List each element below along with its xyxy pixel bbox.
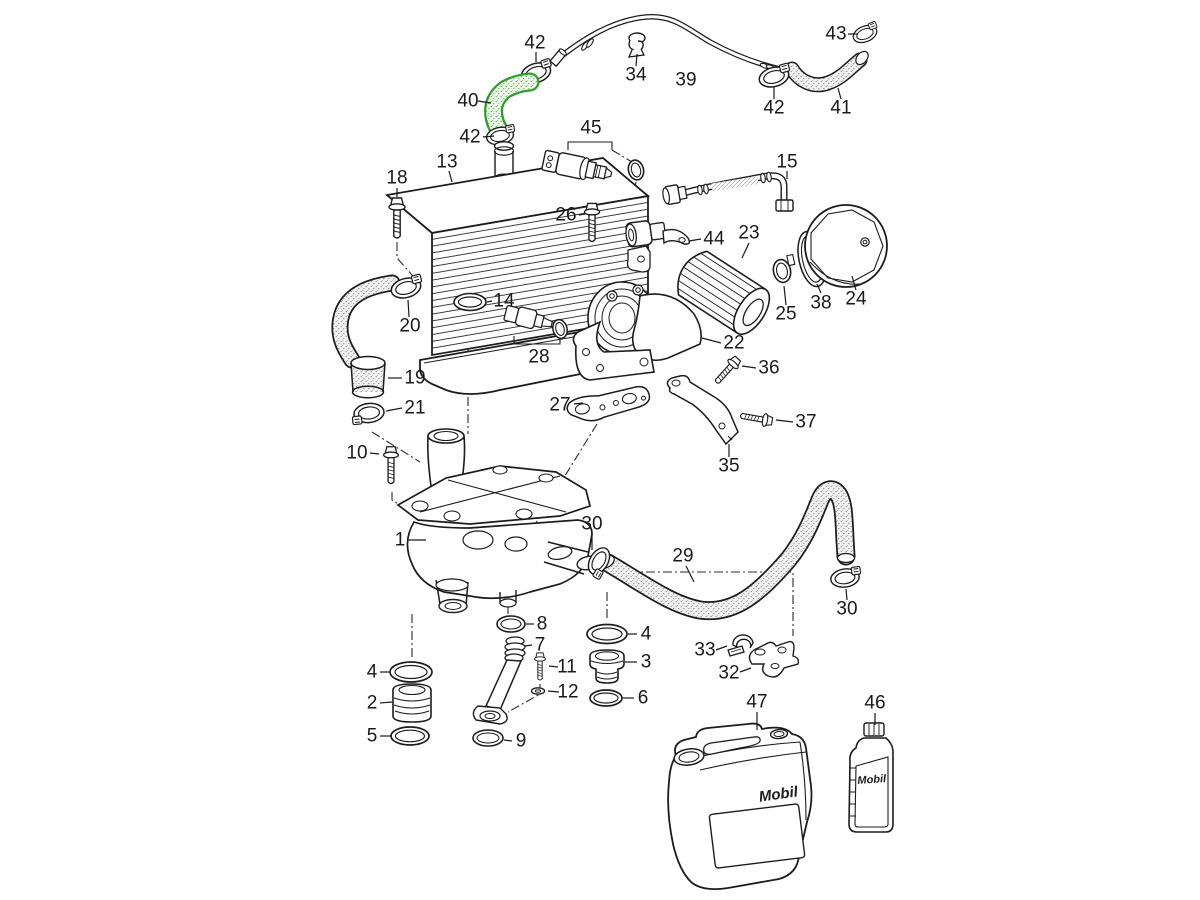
- part-callout-27[interactable]: 27: [549, 394, 571, 416]
- oil-pressure-sensor-45[interactable]: [541, 149, 613, 185]
- part-callout-20[interactable]: 20: [399, 315, 421, 337]
- part-callout-3[interactable]: 3: [640, 651, 652, 673]
- oil-pipe-15[interactable]: [662, 171, 794, 212]
- union-bracket-44[interactable]: [625, 218, 691, 273]
- oil-filter-cap-24[interactable]: [804, 204, 888, 288]
- o-ring-6[interactable]: [589, 689, 623, 707]
- part-callout-21[interactable]: 21: [404, 397, 426, 419]
- part-callout-2[interactable]: 2: [366, 692, 378, 714]
- part-callout-6[interactable]: 6: [637, 687, 649, 709]
- mobil-brand-large: Mobil: [758, 783, 800, 805]
- o-ring-28[interactable]: [551, 318, 569, 340]
- bolt-10[interactable]: [382, 446, 400, 485]
- hose-clamp-21[interactable]: [350, 401, 386, 426]
- part-callout-8[interactable]: 8: [536, 613, 548, 635]
- part-callout-7[interactable]: 7: [534, 634, 546, 656]
- part-callout-19[interactable]: 19: [404, 367, 426, 389]
- part-callout-24[interactable]: 24: [845, 288, 867, 310]
- o-ring-45[interactable]: [626, 158, 645, 181]
- o-ring-8[interactable]: [496, 615, 526, 633]
- water-hose-29[interactable]: [595, 480, 856, 621]
- part-callout-14[interactable]: 14: [493, 290, 515, 312]
- bracket-45-leader: [567, 141, 613, 150]
- hose-40-highlighted[interactable]: [484, 72, 540, 140]
- part-callout-38[interactable]: 38: [810, 292, 832, 314]
- part-callout-25[interactable]: 25: [775, 303, 797, 325]
- hose-clamp-30-right[interactable]: [828, 565, 863, 590]
- connector-sleeve-2[interactable]: [392, 683, 432, 723]
- part-callout-12[interactable]: 12: [557, 681, 579, 703]
- part-callout-1[interactable]: 1: [394, 529, 406, 551]
- retaining-clip-33[interactable]: [727, 634, 754, 657]
- part-callout-30a[interactable]: 30: [581, 513, 603, 535]
- o-ring-4-left[interactable]: [389, 661, 433, 683]
- part-callout-42a[interactable]: 42: [524, 32, 546, 54]
- vent-pipe-39[interactable]: [549, 14, 798, 80]
- part-callout-35[interactable]: 35: [718, 455, 740, 477]
- part-callout-9[interactable]: 9: [515, 730, 527, 752]
- part-callout-13[interactable]: 13: [436, 151, 458, 173]
- part-callout-46[interactable]: 46: [864, 692, 886, 714]
- water-hose-19[interactable]: [331, 274, 401, 399]
- oil-filter-element-23[interactable]: [669, 245, 776, 340]
- pipe-clip-34[interactable]: [627, 32, 646, 58]
- part-callout-36[interactable]: 36: [758, 357, 780, 379]
- part-callout-37[interactable]: 37: [795, 411, 817, 433]
- part-callout-42b[interactable]: 42: [763, 97, 785, 119]
- oil-filter-support-22[interactable]: [572, 281, 702, 381]
- bolt-18[interactable]: [388, 197, 406, 239]
- part-callout-10[interactable]: 10: [346, 442, 368, 464]
- bolt-11[interactable]: [534, 652, 546, 681]
- part-callout-5[interactable]: 5: [366, 725, 378, 747]
- oil-pump-console-1[interactable]: [396, 428, 600, 614]
- washer-12[interactable]: [530, 687, 546, 695]
- part-callout-41[interactable]: 41: [830, 97, 852, 119]
- bolt-36[interactable]: [711, 353, 744, 388]
- part-callout-30b[interactable]: 30: [836, 598, 858, 620]
- oil-jug-47[interactable]: Mobil: [667, 722, 813, 891]
- part-callout-47[interactable]: 47: [746, 691, 768, 713]
- support-bracket-35[interactable]: [666, 374, 739, 446]
- holder-bracket-32[interactable]: [748, 640, 800, 678]
- part-callout-11[interactable]: 11: [557, 656, 577, 678]
- part-callout-39[interactable]: 39: [675, 69, 697, 91]
- part-callout-22[interactable]: 22: [723, 332, 745, 354]
- part-callout-43[interactable]: 43: [825, 23, 847, 45]
- o-ring-14[interactable]: [453, 292, 487, 312]
- part-callout-15[interactable]: 15: [776, 151, 798, 173]
- part-callout-23[interactable]: 23: [738, 222, 760, 244]
- o-ring-25[interactable]: [771, 258, 792, 284]
- part-callout-28[interactable]: 28: [528, 346, 550, 368]
- part-callout-42c[interactable]: 42: [459, 126, 481, 148]
- part-callout-32[interactable]: 32: [718, 662, 740, 684]
- part-callout-4a[interactable]: 4: [366, 661, 378, 683]
- bracket-28-leader: [513, 336, 561, 345]
- part-callout-40[interactable]: 40: [457, 90, 479, 112]
- o-ring-4-right[interactable]: [586, 623, 628, 645]
- suction-tube-7[interactable]: [472, 636, 526, 725]
- part-callout-44[interactable]: 44: [703, 228, 725, 250]
- part-callout-29[interactable]: 29: [672, 545, 694, 567]
- part-callout-18[interactable]: 18: [386, 167, 408, 189]
- water-hose-41[interactable]: [784, 49, 871, 93]
- gasket-27[interactable]: [566, 385, 652, 425]
- connector-sleeve-3[interactable]: [589, 649, 625, 684]
- part-callout-45[interactable]: 45: [580, 117, 602, 139]
- part-callout-34[interactable]: 34: [625, 64, 647, 86]
- part-callout-33[interactable]: 33: [694, 639, 716, 661]
- leader-lines: [369, 33, 876, 742]
- o-ring-9[interactable]: [472, 729, 504, 747]
- o-ring-5[interactable]: [390, 726, 430, 746]
- bolt-37[interactable]: [738, 408, 774, 429]
- part-callout-26[interactable]: 26: [555, 204, 577, 226]
- oil-bottle-46[interactable]: Mobil: [848, 722, 894, 833]
- part-callout-4b[interactable]: 4: [640, 623, 652, 645]
- mobil-brand-small: Mobil: [857, 773, 887, 787]
